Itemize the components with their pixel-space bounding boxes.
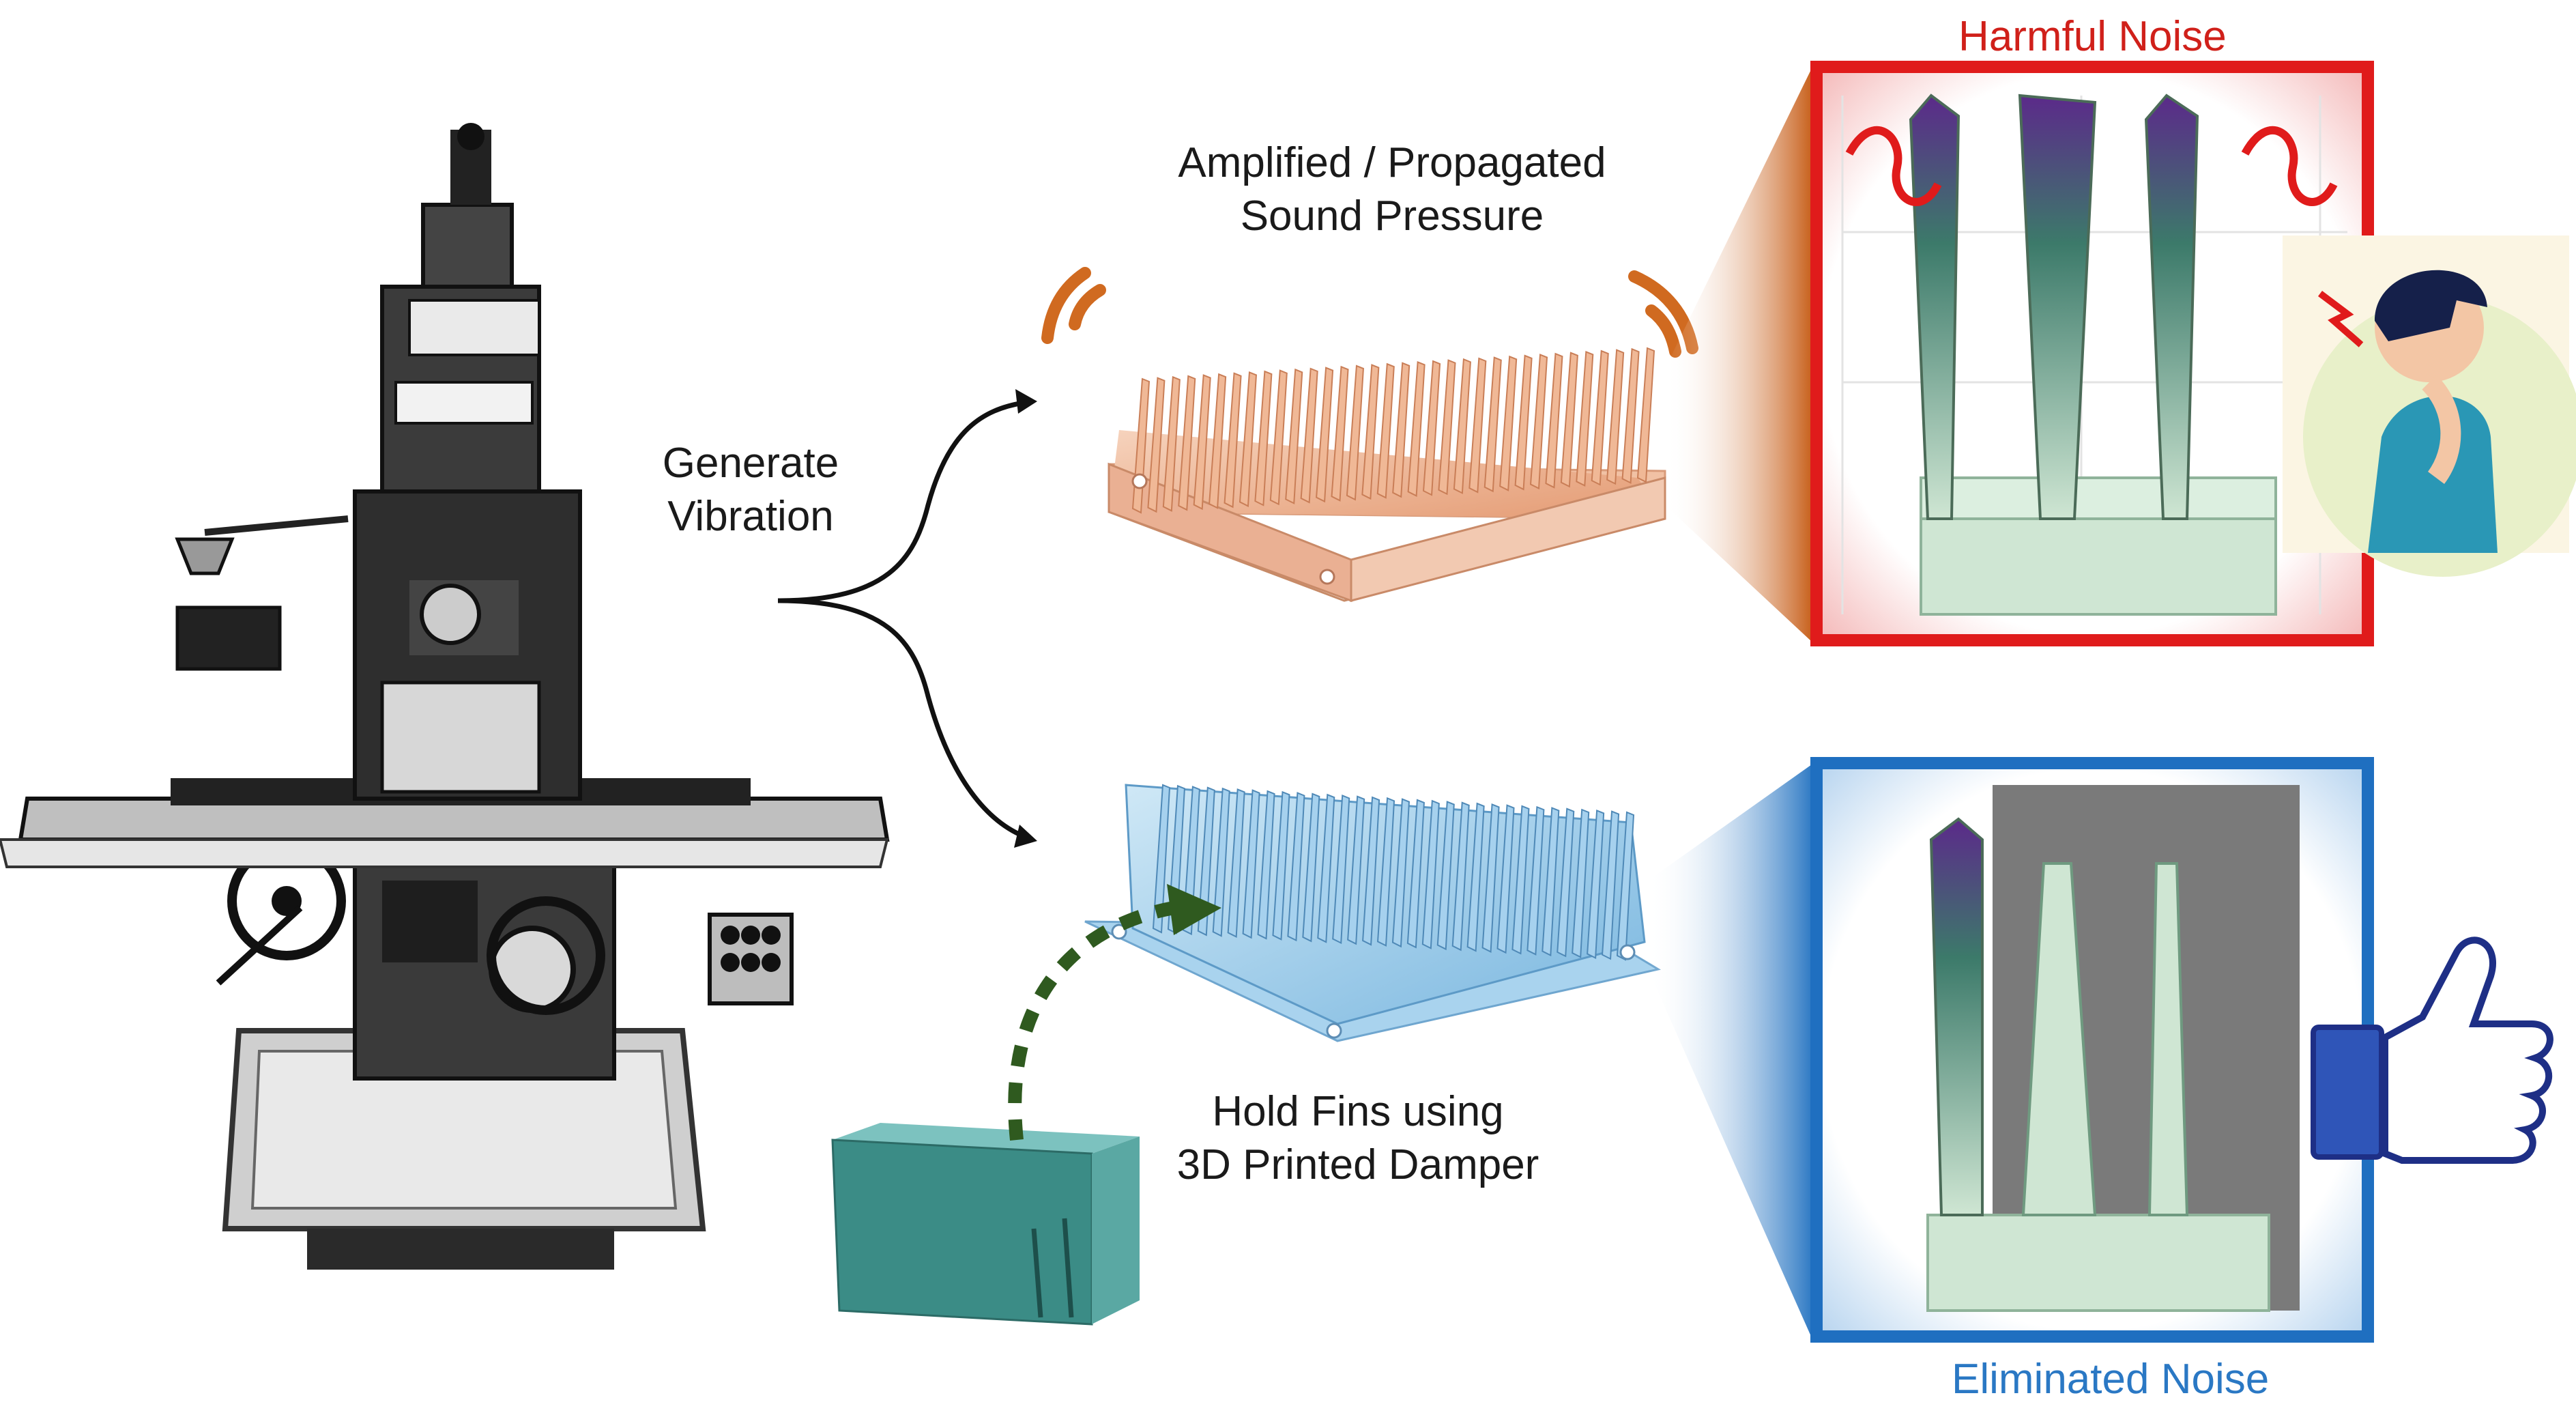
fin — [1347, 795, 1365, 945]
fin — [1361, 364, 1380, 500]
fin — [1362, 796, 1380, 946]
fin — [1621, 347, 1640, 484]
fin — [1484, 356, 1502, 493]
fin — [1209, 373, 1227, 509]
distressed-person-icon — [2283, 235, 2576, 577]
generate-line-1: Generate — [662, 440, 839, 487]
thumbs-up-icon — [2311, 937, 2553, 1164]
sound-waves-icon — [1041, 267, 1698, 358]
fin — [1197, 786, 1215, 937]
fin — [1576, 351, 1594, 487]
copper-fins — [1131, 347, 1655, 514]
fin — [1572, 808, 1590, 958]
fin — [1529, 354, 1548, 490]
fin — [1269, 369, 1288, 506]
hold-line-1: Hold Fins using — [1212, 1088, 1504, 1135]
fin — [1557, 807, 1575, 958]
fin — [1606, 349, 1625, 485]
fin — [1227, 788, 1245, 939]
fin — [1242, 789, 1260, 939]
fin — [1453, 358, 1471, 494]
harmful-projection-beam — [1665, 68, 1812, 642]
fin — [1152, 784, 1171, 934]
fin — [1499, 355, 1518, 491]
generate-vibration-label: Generate Vibration — [655, 437, 846, 543]
arrow-head-bottom — [1014, 825, 1037, 848]
fin — [1602, 810, 1620, 960]
fin — [1300, 367, 1318, 504]
fin — [1451, 801, 1470, 952]
fin — [1178, 375, 1196, 511]
fin — [1162, 375, 1181, 512]
generate-line-2: Vibration — [667, 493, 834, 540]
arrow-head-top — [1015, 389, 1037, 414]
fin — [1224, 372, 1242, 509]
amplified-line-2: Sound Pressure — [1240, 192, 1544, 240]
fin — [1587, 809, 1605, 959]
dashed-placement-arrow — [1008, 901, 1175, 1141]
copper-heatsink-icon — [1108, 347, 1666, 603]
fin — [1147, 377, 1166, 513]
eliminated-noise-title: Eliminated Noise — [1952, 1356, 2270, 1403]
blue-fins — [1152, 784, 1635, 961]
eliminated-projection-beam — [1648, 764, 1812, 1338]
fin — [1511, 805, 1530, 955]
fin — [1496, 804, 1515, 954]
damper-block-icon — [831, 1123, 1140, 1326]
fin — [1272, 790, 1290, 941]
fin — [1423, 360, 1441, 496]
amplified-line-1: Amplified / Propagated — [1178, 139, 1606, 186]
fin — [1560, 352, 1578, 488]
milling-machine-icon — [0, 123, 890, 1270]
fin — [1392, 362, 1410, 498]
eliminated-noise-frame — [1810, 757, 2374, 1343]
harmful-noise-title: Harmful Noise — [1958, 13, 2227, 60]
branch-arrows — [777, 400, 1025, 839]
fin — [1346, 365, 1364, 501]
fin — [1376, 797, 1395, 947]
fin — [1332, 795, 1350, 945]
dashed-arrow-head — [1167, 884, 1221, 935]
hold-fins-label: Hold Fins using 3D Printed Damper — [1160, 1085, 1556, 1192]
hold-line-2: 3D Printed Damper — [1176, 1141, 1539, 1188]
fin — [1317, 793, 1335, 943]
fin — [1421, 799, 1440, 949]
fin — [1257, 790, 1275, 940]
fin — [1407, 361, 1426, 498]
fin — [1376, 362, 1395, 499]
fin — [1302, 792, 1320, 943]
fin — [1438, 359, 1456, 496]
fin — [1287, 792, 1305, 942]
fin — [1468, 357, 1487, 494]
fin — [1481, 803, 1500, 953]
fin — [1526, 805, 1545, 956]
fin — [1193, 374, 1211, 511]
fin — [1436, 801, 1455, 951]
fin — [1636, 347, 1655, 483]
fin — [1212, 787, 1230, 937]
amplified-sound-label: Amplified / Propagated Sound Pressure — [1160, 137, 1624, 243]
fin — [1239, 371, 1258, 508]
fin — [1466, 802, 1485, 952]
fin — [1254, 370, 1273, 506]
fin — [1406, 799, 1425, 949]
fin — [1391, 798, 1410, 948]
fin — [1591, 349, 1609, 486]
fin — [1285, 368, 1303, 504]
fin — [1545, 352, 1563, 489]
fin — [1514, 354, 1533, 491]
fin — [1331, 365, 1349, 502]
fin — [1542, 807, 1560, 957]
fin — [1316, 367, 1334, 503]
